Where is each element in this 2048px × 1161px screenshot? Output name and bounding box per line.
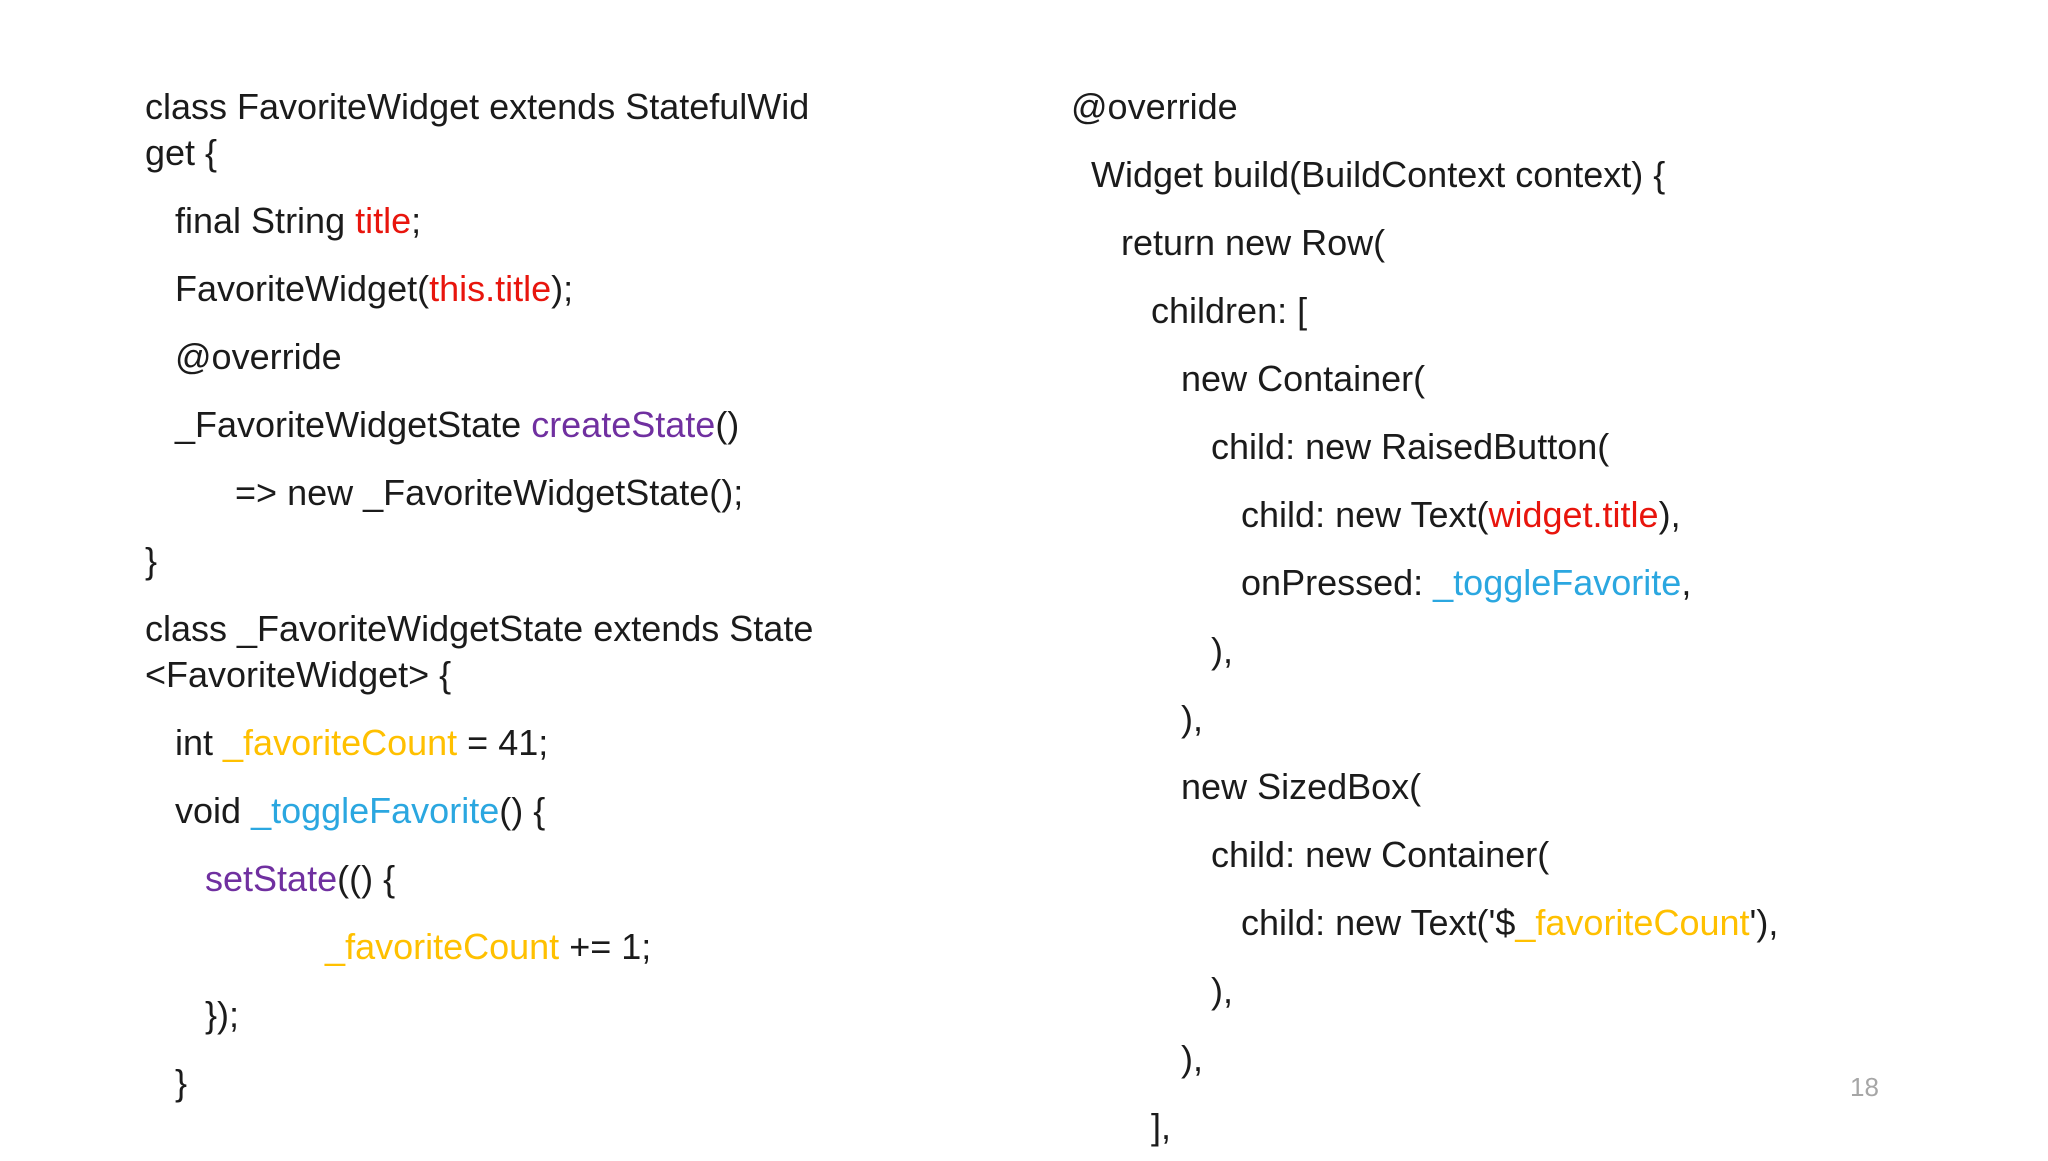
page-number: 18 [1850,1072,1879,1102]
code-line: child: new RaisedButton( [1071,413,1991,481]
code-line: new Container( [1071,345,1991,413]
code-line: ), [1071,685,1991,753]
code-line: Widget build(BuildContext context) { [1071,141,1991,209]
code-line: } [145,1049,1005,1117]
code-line: int _favoriteCount = 41; [145,709,1005,777]
code-token: FavoriteWidget( [145,268,430,309]
code-token: ; [411,200,422,241]
code-token: child: new Text( [1071,494,1489,535]
code-line: new SizedBox( [1071,753,1991,821]
code-line: void _toggleFavorite() { [145,777,1005,845]
code-token: class _FavoriteWidgetState extends State… [145,608,814,695]
code-line: => new _FavoriteWidgetState(); [145,459,1005,527]
code-token: _toggleFavorite [251,790,500,831]
code-line: FavoriteWidget(this.title); [145,255,1005,323]
code-token: widget.title [1488,494,1659,535]
code-line: child: new Container( [1071,821,1991,889]
code-token: @override [145,336,342,377]
code-token: onPressed: [1071,562,1434,603]
code-token: } [145,540,158,581]
code-token: ), [1071,1038,1204,1079]
code-token: child: new Text('$ [1071,902,1516,943]
code-line: class _FavoriteWidgetState extends State… [145,595,1005,709]
code-token: '), [1749,902,1779,943]
code-line: _FavoriteWidgetState createState() [145,391,1005,459]
code-token: child: new Container( [1071,834,1550,875]
code-token: @override [1071,86,1238,127]
code-token [145,858,205,899]
code-token: () [715,404,740,445]
code-token: += 1; [559,926,652,967]
code-token: new Container( [1071,358,1426,399]
code-line: class FavoriteWidget extends StatefulWid… [145,73,1005,187]
code-token: _favoriteCount [1515,902,1750,943]
code-token: ), [1658,494,1681,535]
code-token: , [1681,562,1692,603]
code-line: } [145,527,1005,595]
code-token: _favoriteCount [223,722,458,763]
code-token: class FavoriteWidget extends StatefulWid… [145,86,810,173]
code-column-left: class FavoriteWidget extends StatefulWid… [145,73,1005,1117]
code-token: title [355,200,412,241]
code-token: this.title [429,268,552,309]
code-line: ), [1071,957,1991,1025]
code-line: return new Row( [1071,209,1991,277]
code-token: _toggleFavorite [1433,562,1682,603]
code-token: int [145,722,224,763]
code-token: }); [145,994,240,1035]
code-token: final String [145,200,356,241]
code-token: createState [531,404,716,445]
code-line: onPressed: _toggleFavorite, [1071,549,1991,617]
code-token: (() { [337,858,396,899]
code-token: ), [1071,698,1204,739]
code-token: _favoriteCount [325,926,560,967]
code-line: child: new Text('$_favoriteCount'), [1071,889,1991,957]
code-token: ), [1071,970,1234,1011]
code-line: ), [1071,617,1991,685]
code-token: children: [ [1071,290,1308,331]
code-line: @override [145,323,1005,391]
code-token: => new _FavoriteWidgetState(); [145,472,744,513]
code-line: @override [1071,73,1991,141]
code-line: ], [1071,1093,1991,1161]
code-line: children: [ [1071,277,1991,345]
code-token: } [145,1062,188,1103]
code-token: _FavoriteWidgetState [145,404,532,445]
code-token: Widget build(BuildContext context) { [1071,154,1666,195]
code-line: ), [1071,1025,1991,1093]
code-token: ), [1071,630,1234,671]
code-token: void [145,790,252,831]
code-line: _favoriteCount += 1; [145,913,1005,981]
code-line: final String title; [145,187,1005,255]
code-token: ], [1071,1106,1172,1147]
code-token: return new Row( [1071,222,1386,263]
code-token [145,926,325,967]
code-line: }); [145,981,1005,1049]
code-token: ); [551,268,574,309]
code-token: new SizedBox( [1071,766,1422,807]
code-token: child: new RaisedButton( [1071,426,1610,467]
code-line: setState(() { [145,845,1005,913]
code-token: setState [205,858,338,899]
code-token: () { [499,790,546,831]
code-column-right: @override Widget build(BuildContext cont… [1071,73,1991,1161]
code-line: child: new Text(widget.title), [1071,481,1991,549]
code-token: = 41; [457,722,549,763]
